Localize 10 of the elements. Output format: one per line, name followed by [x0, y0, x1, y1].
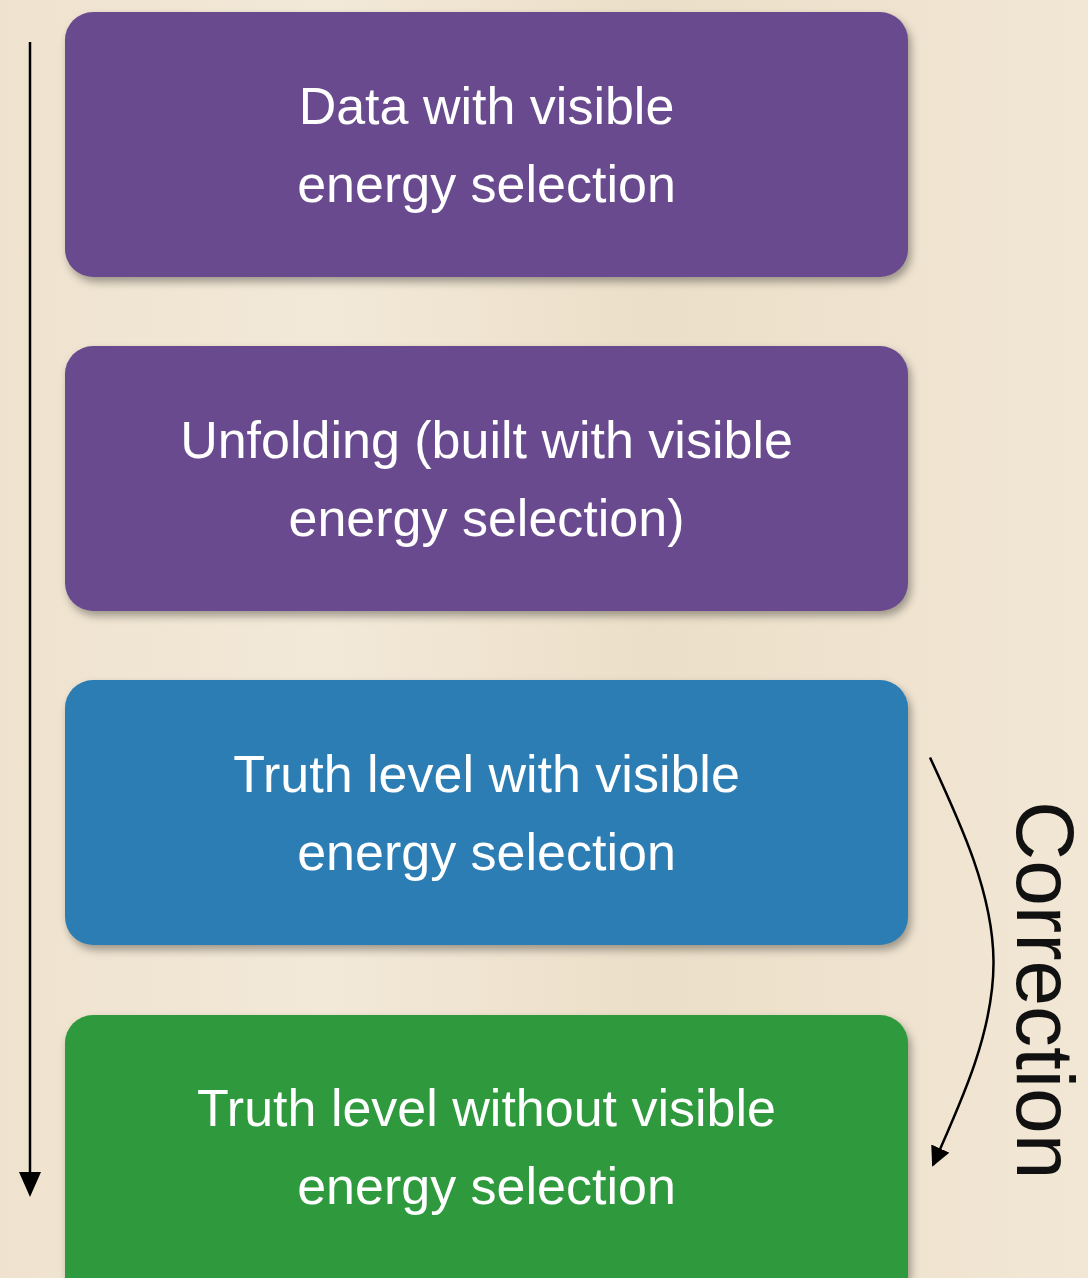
process-box	[65, 346, 908, 611]
process-box	[65, 680, 908, 945]
process-box	[65, 1015, 908, 1278]
process-box	[65, 12, 908, 277]
curved-arrow	[928, 756, 995, 1167]
box-text: Unfolding (built with visible energy selection)	[179, 409, 794, 549]
box-text: Data with visible energy selection	[296, 75, 677, 215]
box-text: Truth level with visible energy selection	[232, 743, 741, 883]
edge-label: Correction	[1004, 801, 1086, 1180]
box-text: Truth level without visible energy selection	[196, 1077, 777, 1217]
